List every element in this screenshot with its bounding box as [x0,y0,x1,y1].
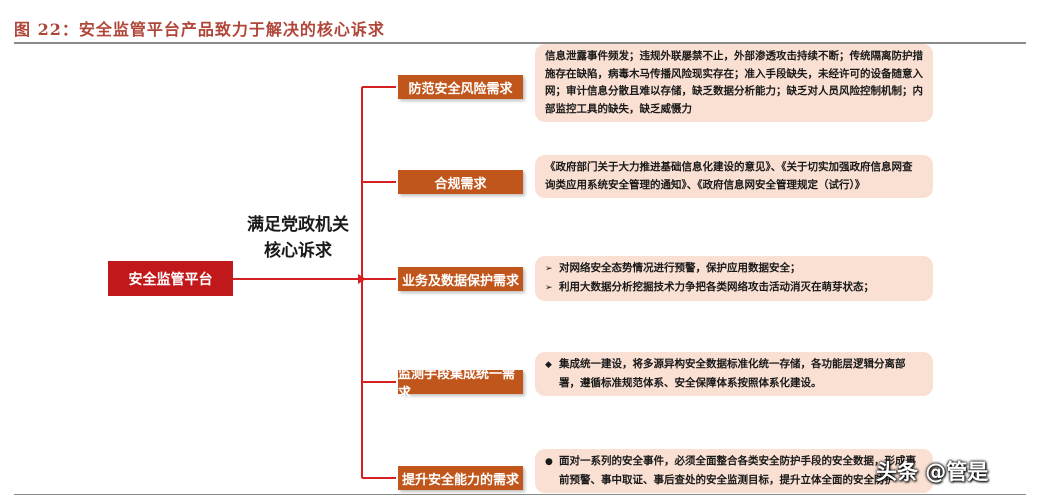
root-label: 安全监管平台 [128,271,213,288]
figure-title: 图 22：安全监管平台产品致力于解决的核心诉求 [14,20,385,39]
desc-line: 信息泄露事件频发；违规外联屡禁不止，外部渗透攻击持续不断；传统隔离防护措 [545,50,923,62]
desc-bullet-item: ● 面对一系列的安全事件，必须全面整合各类安全防护手段的安全数据，形成事 [545,453,923,472]
need-node-capability-improvement: 提升安全能力的需求 [398,466,523,490]
watermark: 头条 @管是 [876,460,989,484]
root-arrowhead [358,274,366,284]
need-description-data-protection: ➢ 对网络安全态势情况进行预警，保护应用数据安全； ➢ 利用大数据分析挖掘技术力争把… [535,256,933,301]
root-node: 安全监管平台 [108,261,233,296]
desc-line: 对网络安全态势情况进行预警，保护应用数据安全； [559,262,801,274]
need-description-capability-improvement: ● 面对一系列的安全事件，必须全面整合各类安全防护手段的安全数据，形成事 前预警、… [535,449,933,493]
circle-bullet-icon: ● [545,457,553,467]
need-node-compliance: 合规需求 [398,170,523,194]
desc-bullet-item: ◆ 集成统一建设，将多源异构安全数据标准化统一存储，各功能层逻辑分离部 [545,356,923,375]
desc-line: 部监控工具的缺失，缺乏威慑力 [545,102,692,115]
desc-line: 集成统一建设，将多源异构安全数据标准化统一存储，各功能层逻辑分离部 [559,358,906,370]
need-node-data-protection: 业务及数据保护需求 [398,267,523,291]
branch-label-line-1: 满足党政机关 [247,215,349,235]
need-label: 监测手段集成统一需求 [398,367,516,401]
bottom-rule [14,494,1026,495]
need-label: 合规需求 [434,176,487,192]
arrow-bullet-icon: ➢ [545,282,553,293]
desc-bullet-item: ➢ 利用大数据分析挖掘技术力争把各类网络攻击活动消灭在萌芽状态； [545,279,923,298]
title-rule [14,42,1026,44]
desc-line: 询类应用系统安全管理的通知》、《政府信息网安全管理规定（试行）》 [545,178,866,191]
desc-bullet-item: ➢ 对网络安全态势情况进行预警，保护应用数据安全； [545,260,923,279]
need-node-risk-prevention: 防范安全风险需求 [398,75,523,99]
branch-label-line-2: 核心诉求 [264,241,332,261]
diamond-bullet-icon: ◆ [545,360,552,370]
need-description-risk-prevention: 信息泄露事件频发；违规外联屡禁不止，外部渗透攻击持续不断；传统隔离防护措 施存在… [535,44,933,122]
arrow-bullet-icon: ➢ [545,264,553,274]
desc-line: 面对一系列的安全事件，必须全面整合各类安全防护手段的安全数据，形成事 [559,455,916,467]
need-node-monitoring-integration: 监测手段集成统一需求 [398,367,523,401]
need-description-monitoring-integration: ◆ 集成统一建设，将多源异构安全数据标准化统一存储，各功能层逻辑分离部 署，遵循标… [535,352,933,396]
desc-line: 《政府部门关于大力推进基础信息化建设的意见》、《关于切实加强政府信息网查 [545,161,913,173]
desc-line: 利用大数据分析挖掘技术力争把各类网络攻击活动消灭在萌芽状态； [559,280,874,293]
desc-line: 前预警、事中取证、事后查处的安全监测目标，提升立体全面的安全防护 [559,473,895,486]
need-label: 提升安全能力的需求 [401,472,519,488]
branch-label: 满足党政机关 核心诉求 [240,212,356,264]
desc-line: 署，遵循标准规范体系、安全保障体系按照体系化建设。 [559,376,822,389]
desc-line: 施存在缺陷，病毒木马传播风险现实存在；准入手段缺失，未经许可的设备随意入 [545,67,923,80]
need-label: 业务及数据保护需求 [401,273,519,289]
need-description-compliance: 《政府部门关于大力推进基础信息化建设的意见》、《关于切实加强政府信息网查 询类应… [535,155,933,198]
need-label: 防范安全风险需求 [408,81,513,97]
desc-line: 网；审计信息分散且难以存储，缺乏数据分析能力；缺乏对人员风险控制机制；内 [545,85,923,97]
